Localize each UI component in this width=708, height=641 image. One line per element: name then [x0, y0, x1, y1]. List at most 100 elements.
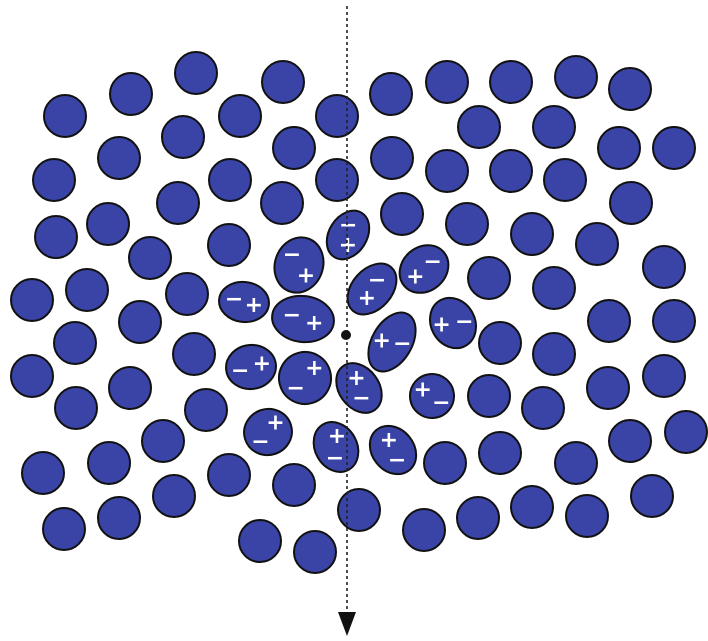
negative-charge-mark: − [352, 386, 370, 411]
negative-charge-mark: − [423, 250, 441, 275]
particle [316, 159, 358, 201]
polarized-particle: +− [238, 403, 298, 462]
polarized-particle: +− [401, 365, 463, 427]
polarized-particle: +− [360, 417, 425, 484]
polarized-particle: +− [318, 203, 378, 267]
positive-charge-mark: + [253, 351, 271, 376]
particle [479, 322, 521, 364]
particle [239, 520, 281, 562]
particle [643, 246, 685, 288]
particle [175, 52, 217, 94]
negative-charge-mark: − [286, 376, 304, 401]
particle [544, 159, 586, 201]
negative-charge-mark: − [432, 391, 450, 416]
particle [142, 420, 184, 462]
polarized-particle: +− [305, 414, 367, 480]
particle [209, 159, 251, 201]
positive-charge-mark: + [413, 377, 431, 402]
particle [35, 216, 77, 258]
positive-charge-mark: + [245, 293, 263, 318]
particle [490, 61, 532, 103]
polarized-particle: +− [224, 342, 279, 391]
arrow-down-icon [338, 612, 356, 636]
particle [371, 137, 413, 179]
polarized-particle-body [269, 292, 336, 345]
particle [426, 61, 468, 103]
particle [119, 301, 161, 343]
polarized-particle: +− [217, 279, 271, 324]
polarized-particle-body [421, 290, 485, 357]
particle [424, 442, 466, 484]
particle [109, 367, 151, 409]
particle [609, 68, 651, 110]
particle [44, 95, 86, 137]
particle [610, 182, 652, 224]
particle [11, 279, 53, 321]
moving-charge [341, 330, 351, 340]
particle [522, 387, 564, 429]
particle [643, 355, 685, 397]
particle [533, 333, 575, 375]
particle [66, 269, 108, 311]
particle [588, 300, 630, 342]
particle [653, 300, 695, 342]
particle [88, 442, 130, 484]
particle [129, 237, 171, 279]
particle [273, 464, 315, 506]
particle [294, 531, 336, 573]
positive-charge-mark: + [305, 311, 323, 336]
particle [157, 182, 199, 224]
positive-charge-mark: + [372, 328, 390, 353]
particle [262, 61, 304, 103]
particle [273, 127, 315, 169]
negative-charge-mark: − [326, 446, 344, 471]
particle [555, 442, 597, 484]
particle [162, 116, 204, 158]
particle [87, 203, 129, 245]
polarized-particle: +− [267, 231, 331, 300]
negative-charge-mark: − [283, 243, 301, 268]
particle [555, 56, 597, 98]
particle [403, 509, 445, 551]
particle [338, 489, 380, 531]
particle [208, 454, 250, 496]
particle [173, 333, 215, 375]
particle [261, 182, 303, 224]
negative-charge-mark: − [251, 429, 269, 454]
polarized-particle: +− [421, 290, 485, 357]
negative-charge-mark: − [339, 213, 357, 238]
particle [166, 273, 208, 315]
positive-charge-mark: + [406, 264, 424, 289]
negative-charge-mark: − [388, 448, 406, 473]
positive-charge-mark: + [432, 312, 450, 337]
negative-charge-mark: − [225, 287, 243, 312]
particle [426, 150, 468, 192]
particle [631, 475, 673, 517]
particle [457, 497, 499, 539]
negative-charge-mark: − [231, 359, 249, 384]
polarized-particle: +− [269, 292, 336, 345]
particle [219, 95, 261, 137]
particle [370, 73, 412, 115]
negative-charge-mark: − [368, 268, 386, 293]
particle [316, 95, 358, 137]
negative-charge-mark: − [393, 332, 411, 357]
particle [110, 73, 152, 115]
particle [33, 159, 75, 201]
particle [479, 432, 521, 474]
negative-charge-mark: − [283, 303, 301, 328]
particle [587, 367, 629, 409]
polarized-particle: +− [273, 346, 337, 410]
particle [533, 267, 575, 309]
particle [381, 193, 423, 235]
particle [43, 508, 85, 550]
particle [55, 387, 97, 429]
particle [665, 411, 707, 453]
particle [576, 223, 618, 265]
particle [446, 203, 488, 245]
particle [98, 137, 140, 179]
particle [153, 475, 195, 517]
particle [468, 257, 510, 299]
